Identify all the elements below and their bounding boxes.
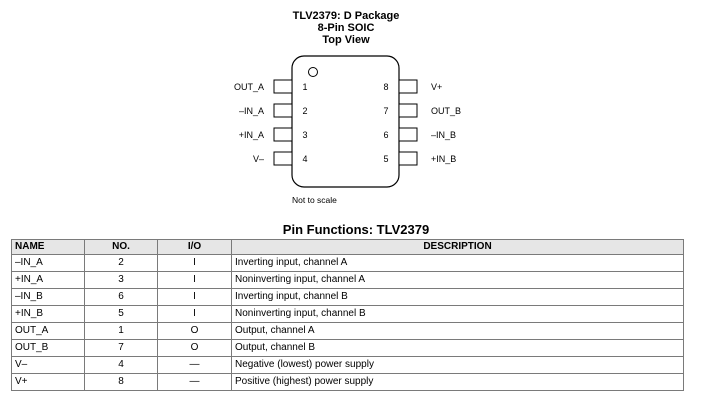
header-name: NAME — [11, 239, 85, 255]
cell-name: V+ — [11, 373, 85, 391]
cell-name: V– — [11, 356, 85, 374]
table-row: –IN_A 2 I Inverting input, channel A — [11, 254, 684, 272]
pin-stub-5 — [398, 151, 418, 166]
pin-number-5: 5 — [383, 154, 389, 164]
cell-io: O — [157, 339, 232, 357]
pin-stub-3 — [273, 127, 293, 142]
cell-no: 5 — [84, 305, 158, 323]
package-type: 8-Pin SOIC — [317, 22, 375, 34]
cell-description: Negative (lowest) power supply — [231, 356, 684, 374]
cell-description: Noninverting input, channel A — [231, 271, 684, 289]
cell-name: +IN_A — [11, 271, 85, 289]
pin-label-inv-in-b: –IN_B — [431, 130, 457, 140]
pin-stub-6 — [398, 127, 418, 142]
cell-io: I — [157, 288, 232, 306]
cell-no: 8 — [84, 373, 158, 391]
cell-io: O — [157, 322, 232, 340]
cell-io: I — [157, 305, 232, 323]
cell-name: OUT_B — [11, 339, 85, 357]
cell-description: Inverting input, channel B — [231, 288, 684, 306]
scale-note: Not to scale — [292, 195, 337, 205]
cell-name: +IN_B — [11, 305, 85, 323]
table-row: –IN_B 6 I Inverting input, channel B — [11, 288, 684, 306]
cell-io: I — [157, 271, 232, 289]
cell-io: — — [157, 373, 232, 391]
table-row: V+ 8 — Positive (highest) power supply — [11, 373, 684, 391]
package-title: TLV2379: D Package — [292, 10, 400, 22]
pin1-indicator-dot — [308, 67, 318, 77]
cell-description: Output, channel B — [231, 339, 684, 357]
pin-number-8: 8 — [383, 82, 389, 92]
header-no: NO. — [84, 239, 158, 255]
pin-label-v-minus: V– — [252, 154, 264, 164]
package-body — [291, 55, 400, 188]
pin-label-inv-in-a: –IN_A — [238, 106, 264, 116]
table-title: Pin Functions: TLV2379 — [282, 222, 430, 237]
cell-no: 2 — [84, 254, 158, 272]
table-header-row: NAME NO. I/O DESCRIPTION — [11, 239, 684, 255]
pin-functions-table: NAME NO. I/O DESCRIPTION –IN_A 2 I Inver… — [11, 239, 684, 391]
cell-name: –IN_B — [11, 288, 85, 306]
cell-name: –IN_A — [11, 254, 85, 272]
cell-description: Inverting input, channel A — [231, 254, 684, 272]
header-description: DESCRIPTION — [231, 239, 684, 255]
pin-number-1: 1 — [302, 82, 308, 92]
cell-io: I — [157, 254, 232, 272]
table-row: V– 4 — Negative (lowest) power supply — [11, 356, 684, 374]
pin-number-7: 7 — [383, 106, 389, 116]
package-diagram — [273, 55, 418, 188]
header-io: I/O — [157, 239, 232, 255]
package-view: Top View — [322, 34, 370, 46]
cell-name: OUT_A — [11, 322, 85, 340]
cell-no: 6 — [84, 288, 158, 306]
cell-description: Positive (highest) power supply — [231, 373, 684, 391]
pin-label-out-a: OUT_A — [233, 82, 264, 92]
cell-no: 1 — [84, 322, 158, 340]
pin-stub-7 — [398, 103, 418, 118]
cell-description: Output, channel A — [231, 322, 684, 340]
pin-stub-8 — [398, 79, 418, 94]
pin-label-out-b: OUT_B — [431, 106, 462, 116]
pin-stub-1 — [273, 79, 293, 94]
table-row: +IN_A 3 I Noninverting input, channel A — [11, 271, 684, 289]
pin-label-v-plus: V+ — [431, 82, 443, 92]
table-row: OUT_B 7 O Output, channel B — [11, 339, 684, 357]
pin-label-noninv-in-a: +IN_A — [238, 130, 264, 140]
cell-no: 3 — [84, 271, 158, 289]
pin-number-2: 2 — [302, 106, 308, 116]
pin-number-4: 4 — [302, 154, 308, 164]
cell-description: Noninverting input, channel B — [231, 305, 684, 323]
pin-stub-2 — [273, 103, 293, 118]
table-row: OUT_A 1 O Output, channel A — [11, 322, 684, 340]
cell-io: — — [157, 356, 232, 374]
cell-no: 7 — [84, 339, 158, 357]
pin-number-3: 3 — [302, 130, 308, 140]
pin-number-6: 6 — [383, 130, 389, 140]
cell-no: 4 — [84, 356, 158, 374]
pin-stub-4 — [273, 151, 293, 166]
table-row: +IN_B 5 I Noninverting input, channel B — [11, 305, 684, 323]
pin-label-noninv-in-b: +IN_B — [431, 154, 457, 164]
